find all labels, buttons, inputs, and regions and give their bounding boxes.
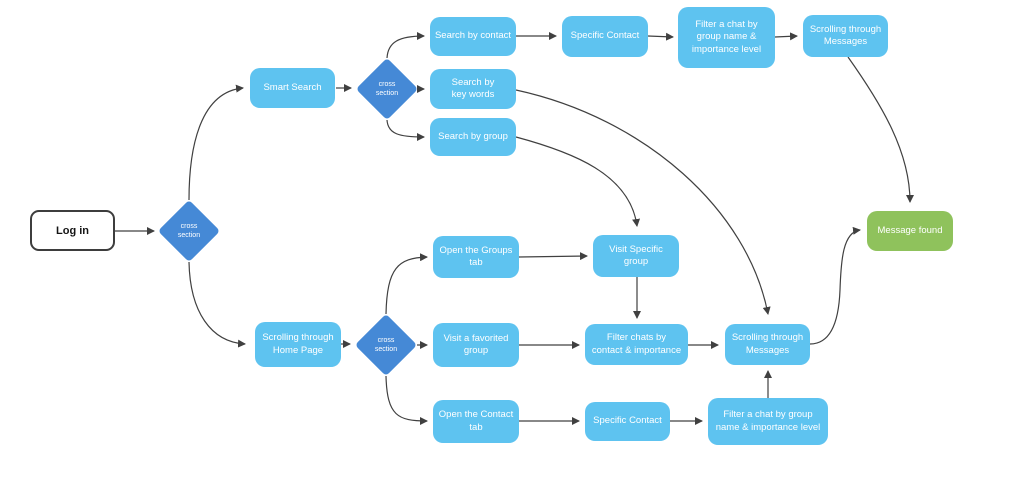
decision-cross-section-1: cross section (157, 199, 221, 263)
node-label: Scrolling through Messages (809, 23, 882, 47)
node-filter-chats-by-contact-importance: Filter chats by contact & importance (585, 324, 688, 365)
connector-search-by-group-visit-specific (515, 136, 641, 227)
node-search-by-group: Search by group (430, 118, 516, 156)
node-label: Search by contact (434, 30, 512, 42)
connector-open-groups-visit-specific (518, 252, 588, 261)
connector-specific-contact-filter-chat (647, 32, 674, 41)
node-scrolling-through-home-page: Scrolling through Home Page (255, 322, 341, 367)
connector-cross1-scrolling-home (188, 261, 246, 348)
node-filter-chat-by-group-name-bottom: Filter a chat by group name & importance… (708, 398, 828, 445)
node-label: Message found (877, 224, 943, 236)
connector-cross2-search-by-group (386, 119, 425, 141)
connector-scrolling-top-message-found (847, 56, 914, 203)
node-label: Smart Search (263, 81, 322, 93)
node-open-the-contact-tab: Open the Contact tab (433, 400, 519, 443)
node-label: cross section (375, 80, 399, 97)
node-label: Visit a favorited group (443, 332, 509, 356)
connector-key-words-scrolling-bottom (515, 89, 771, 315)
node-label: cross section (177, 222, 201, 239)
node-filter-chat-by-group-name-top: Filter a chat by group name & importance… (678, 7, 775, 68)
node-scrolling-through-messages-bottom: Scrolling through Messages (725, 324, 810, 365)
connector-cross1-smart-search (188, 84, 244, 201)
node-visit-a-favorited-group: Visit a favorited group (433, 323, 519, 367)
node-label: Filter chats by contact & importance (591, 332, 682, 356)
node-specific-contact-bottom: Specific Contact (585, 402, 670, 441)
node-specific-contact-top: Specific Contact (562, 16, 648, 57)
node-label: Specific Contact (570, 30, 640, 42)
node-search-by-key-words: Search by key words (430, 69, 516, 109)
connector-cross3-open-contact (385, 375, 428, 425)
node-visit-specific-group: Visit Specific group (593, 235, 679, 277)
node-label: Filter a chat by group name & importance… (715, 409, 821, 433)
node-label: Specific Contact (593, 415, 662, 427)
connector-scrolling-bottom-message-found (809, 226, 861, 345)
decision-cross-section-3: cross section (354, 313, 418, 377)
node-label: Search by key words (451, 76, 495, 100)
node-label: Open the Groups tab (439, 244, 513, 268)
node-log-in: Log in (30, 210, 115, 251)
node-label: Open the Contact tab (438, 409, 514, 433)
connector-cross2-search-by-contact (386, 32, 425, 59)
node-scrolling-through-messages-top: Scrolling through Messages (803, 15, 888, 57)
node-label: Visit Specific group (609, 243, 663, 267)
node-label: cross section (374, 336, 398, 353)
node-search-by-contact: Search by contact (430, 17, 516, 56)
node-message-found: Message found (867, 211, 953, 251)
node-label: Filter a chat by group name & importance… (691, 18, 762, 55)
node-label: Log in (56, 224, 89, 237)
decision-cross-section-2: cross section (355, 57, 419, 121)
node-smart-search: Smart Search (250, 68, 335, 108)
connector-filter-chat-scrolling-messages (774, 32, 798, 41)
node-label: Search by group (438, 130, 508, 142)
node-label: Scrolling through Home Page (262, 332, 334, 356)
connector-cross3-open-groups (385, 253, 428, 315)
node-open-the-groups-tab: Open the Groups tab (433, 236, 519, 278)
node-label: Scrolling through Messages (731, 332, 804, 356)
